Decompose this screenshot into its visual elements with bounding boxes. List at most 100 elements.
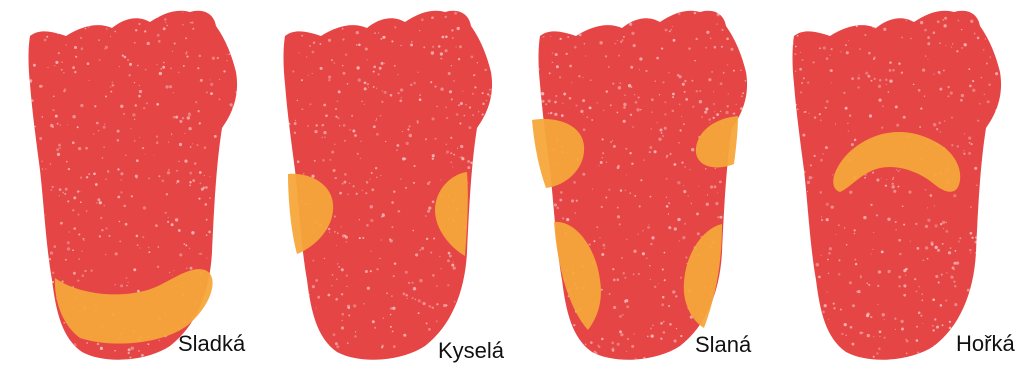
texture-dot <box>870 204 872 206</box>
texture-dot <box>797 256 799 258</box>
texture-dot <box>462 91 463 92</box>
texture-dot <box>378 73 380 75</box>
texture-dot <box>381 101 383 103</box>
texture-dot <box>648 18 649 19</box>
texture-dot <box>677 218 680 221</box>
texture-dot <box>342 320 343 321</box>
texture-dot <box>859 331 862 334</box>
texture-dot <box>45 168 46 169</box>
texture-dot <box>458 58 460 60</box>
texture-dot <box>711 71 713 73</box>
texture-dot <box>281 153 282 154</box>
texture-dot <box>56 324 58 326</box>
texture-dot <box>155 224 158 227</box>
texture-dot <box>650 196 652 198</box>
texture-dot <box>651 98 654 101</box>
texture-dot <box>663 331 666 334</box>
texture-dot <box>119 241 121 243</box>
texture-dot <box>24 254 25 255</box>
texture-dot <box>172 51 173 52</box>
texture-dot <box>481 191 484 194</box>
texture-dot <box>679 240 680 241</box>
texture-dot <box>282 287 284 289</box>
texture-dot <box>807 263 809 265</box>
texture-dot <box>945 299 947 301</box>
texture-dot <box>408 282 410 284</box>
texture-dot <box>159 72 162 75</box>
texture-dot <box>232 106 235 109</box>
texture-dot <box>191 21 193 23</box>
texture-dot <box>163 27 166 30</box>
texture-dot <box>630 66 633 69</box>
texture-dot <box>167 171 170 174</box>
texture-dot <box>432 117 435 120</box>
texture-dot <box>547 236 549 238</box>
texture-dot <box>226 54 227 55</box>
texture-dot <box>148 177 150 179</box>
texture-dot <box>423 302 426 305</box>
texture-dot <box>866 314 869 317</box>
texture-dot <box>360 23 361 24</box>
texture-dot <box>961 29 962 30</box>
texture-dot <box>534 276 535 277</box>
texture-dot <box>315 279 318 282</box>
texture-dot <box>168 217 169 218</box>
texture-dot <box>892 69 894 71</box>
texture-dot <box>868 52 871 55</box>
texture-dot <box>860 277 861 278</box>
texture-dot <box>55 115 58 118</box>
texture-dot <box>879 99 882 102</box>
texture-dot <box>892 179 893 180</box>
texture-dot <box>385 10 387 12</box>
label-bitter: Hořká <box>956 333 1015 355</box>
texture-dot <box>935 246 938 249</box>
texture-dot <box>72 66 75 69</box>
texture-dot <box>681 345 682 346</box>
texture-dot <box>349 129 351 131</box>
texture-dot <box>384 91 387 94</box>
texture-dot <box>696 90 698 92</box>
texture-dot <box>72 115 75 118</box>
texture-dot <box>451 29 453 31</box>
texture-dot <box>707 194 708 195</box>
texture-dot <box>137 9 140 12</box>
texture-dot <box>803 170 806 173</box>
texture-dot <box>676 9 677 10</box>
texture-dot <box>346 286 347 287</box>
texture-dot <box>739 305 741 307</box>
texture-dot <box>453 266 456 269</box>
texture-dot <box>157 16 159 18</box>
texture-dot <box>20 272 21 273</box>
texture-dot <box>57 153 60 156</box>
texture-dot <box>493 318 496 321</box>
texture-dot <box>987 100 990 103</box>
texture-dot <box>969 85 972 88</box>
texture-dot <box>672 290 675 293</box>
texture-dot <box>206 234 208 236</box>
texture-dot <box>486 100 487 101</box>
texture-dot <box>156 103 159 106</box>
texture-dot <box>574 46 577 49</box>
texture-dot <box>986 308 988 310</box>
texture-dot <box>529 303 531 305</box>
texture-dot <box>822 311 824 313</box>
texture-dot <box>461 156 463 158</box>
texture-dot <box>798 323 801 326</box>
texture-dot <box>680 277 682 279</box>
texture-dot <box>474 86 476 88</box>
texture-dot <box>660 322 663 325</box>
texture-dot <box>413 287 416 290</box>
texture-dot <box>868 75 871 78</box>
texture-dot <box>734 315 737 318</box>
texture-dot <box>741 107 743 109</box>
texture-dot <box>942 324 944 326</box>
texture-dot <box>849 191 852 194</box>
texture-dot <box>303 358 306 361</box>
texture-dot <box>274 310 275 311</box>
texture-dot <box>432 200 435 203</box>
texture-dot <box>339 192 342 195</box>
texture-dot <box>295 360 297 362</box>
texture-dot <box>990 56 991 57</box>
texture-dot <box>691 203 692 204</box>
texture-dot <box>309 103 311 105</box>
